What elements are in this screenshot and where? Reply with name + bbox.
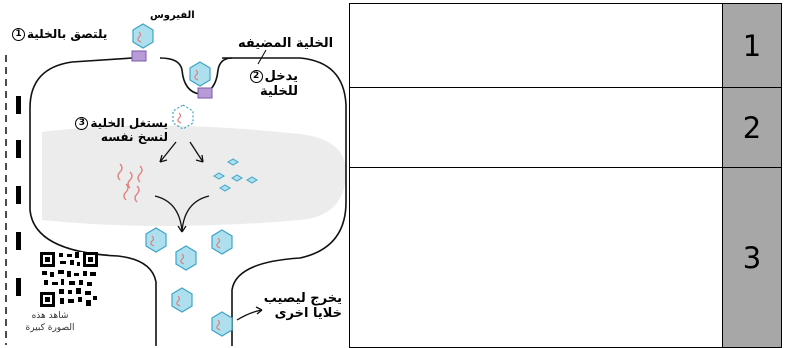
assembled-virus	[211, 229, 233, 255]
host-cell-membrane	[29, 57, 157, 346]
qr-caption-line2: الصورة كبيرة	[25, 322, 75, 333]
qr-code	[40, 252, 98, 307]
step3-label: يستغل الخلية3 لنسخ نفسه	[52, 116, 168, 145]
step3-number: 3	[75, 117, 89, 130]
qr-caption: شاهد هذه الصورة كبيرة	[20, 311, 80, 334]
replication-arrows	[159, 141, 204, 163]
host-cell-membrane-right	[222, 57, 347, 346]
virus-particle	[132, 23, 154, 49]
uncoating-virus	[172, 104, 194, 130]
rna-copies	[117, 163, 143, 203]
receptor	[131, 50, 147, 62]
step3-line1-row: يستغل الخلية3	[52, 116, 168, 131]
step2-number: 2	[249, 70, 263, 83]
cytoplasm-band	[42, 125, 347, 226]
step3-line2: لنسخ نفسه	[100, 129, 168, 144]
released-virus	[171, 287, 193, 313]
step2-line1-row: يدخل2	[228, 69, 298, 85]
step3-line1: يستغل الخلية	[90, 116, 168, 130]
assembled-virus	[145, 227, 167, 253]
step2-label: يدخل2 للخلية	[228, 69, 298, 100]
step1-number: 1	[12, 28, 25, 41]
step1-text: يلتصق بالخلية	[27, 27, 108, 41]
host-cell-leader-line	[257, 49, 267, 65]
virus-particle	[189, 61, 211, 87]
step2-line1: يدخل	[264, 69, 298, 84]
row-number-cell: 2	[722, 87, 782, 168]
answer-cell[interactable]	[349, 167, 723, 348]
exit-line1: يخرج ليصيب	[263, 291, 342, 306]
answer-table: 1 2 3	[349, 3, 782, 348]
virus-label: الفيروس	[150, 10, 195, 21]
table-row: 2	[349, 87, 782, 168]
exit-line2: خلايا اخرى	[274, 305, 342, 321]
edge-marker-bars	[16, 96, 21, 296]
capsid-proteins	[213, 158, 258, 192]
row-number-cell: 1	[722, 3, 782, 88]
table-row: 3	[349, 167, 782, 348]
qr-caption-line1: شاهد هذه	[31, 311, 69, 321]
step2-line2: للخلية	[259, 83, 298, 99]
exit-arrow	[236, 306, 263, 321]
answer-cell[interactable]	[349, 87, 723, 168]
assembled-virus	[175, 245, 197, 271]
answer-cell[interactable]	[349, 3, 723, 88]
released-virus	[211, 311, 233, 337]
virus-lifecycle-diagram: الفيروس يلتصق بالخلية1 الخلية المضيفه يد…	[0, 0, 350, 347]
row-number-cell: 3	[722, 167, 782, 348]
host-cell-label: الخلية المضيفه	[238, 36, 334, 51]
assembly-arrow	[154, 195, 210, 233]
exit-label: يخرج ليصيب خلايا اخرى	[256, 291, 342, 322]
receptor	[197, 87, 213, 99]
step1-label: يلتصق بالخلية1	[10, 27, 108, 42]
table-row: 1	[349, 3, 782, 88]
